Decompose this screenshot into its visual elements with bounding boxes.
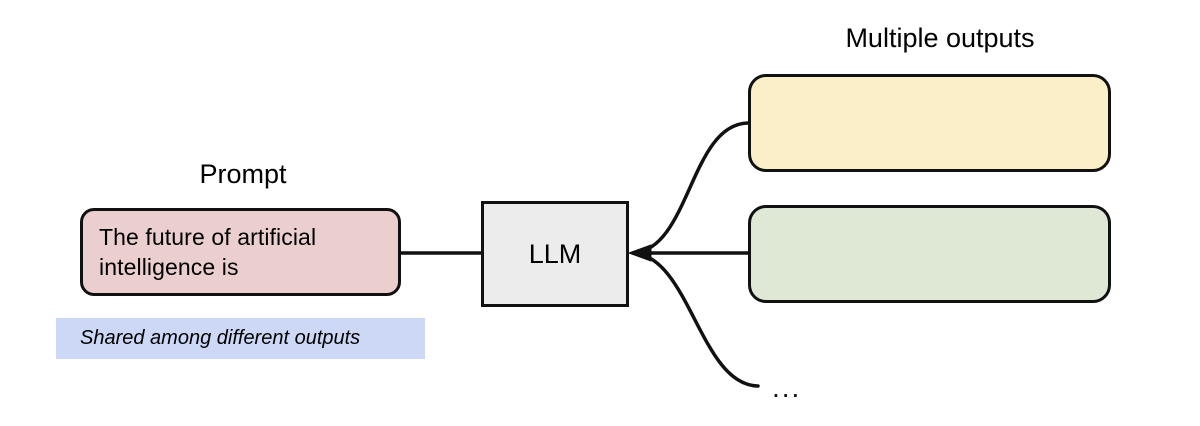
outputs-section-label: Multiple outputs — [845, 23, 1035, 53]
shared-among-outputs-banner: Shared among different outputs — [56, 318, 425, 359]
arrowhead-icon — [628, 244, 652, 262]
output-box-1[interactable] — [748, 74, 1111, 172]
more-outputs-ellipsis: ... — [772, 372, 802, 403]
llm-box[interactable]: LLM — [481, 201, 629, 307]
prompt-box-text: The future of artificial intelligence is — [99, 224, 317, 280]
shared-among-outputs-text: Shared among different outputs — [80, 327, 361, 349]
output-box-2[interactable] — [748, 205, 1111, 303]
connector-llm-to-output-1 — [631, 121, 750, 255]
llm-box-label: LLM — [528, 239, 582, 269]
prompt-box[interactable]: The future of artificial intelligence is — [80, 208, 401, 296]
prompt-section-label: Prompt — [199, 159, 287, 189]
connector-llm-to-ellipsis — [631, 251, 760, 388]
